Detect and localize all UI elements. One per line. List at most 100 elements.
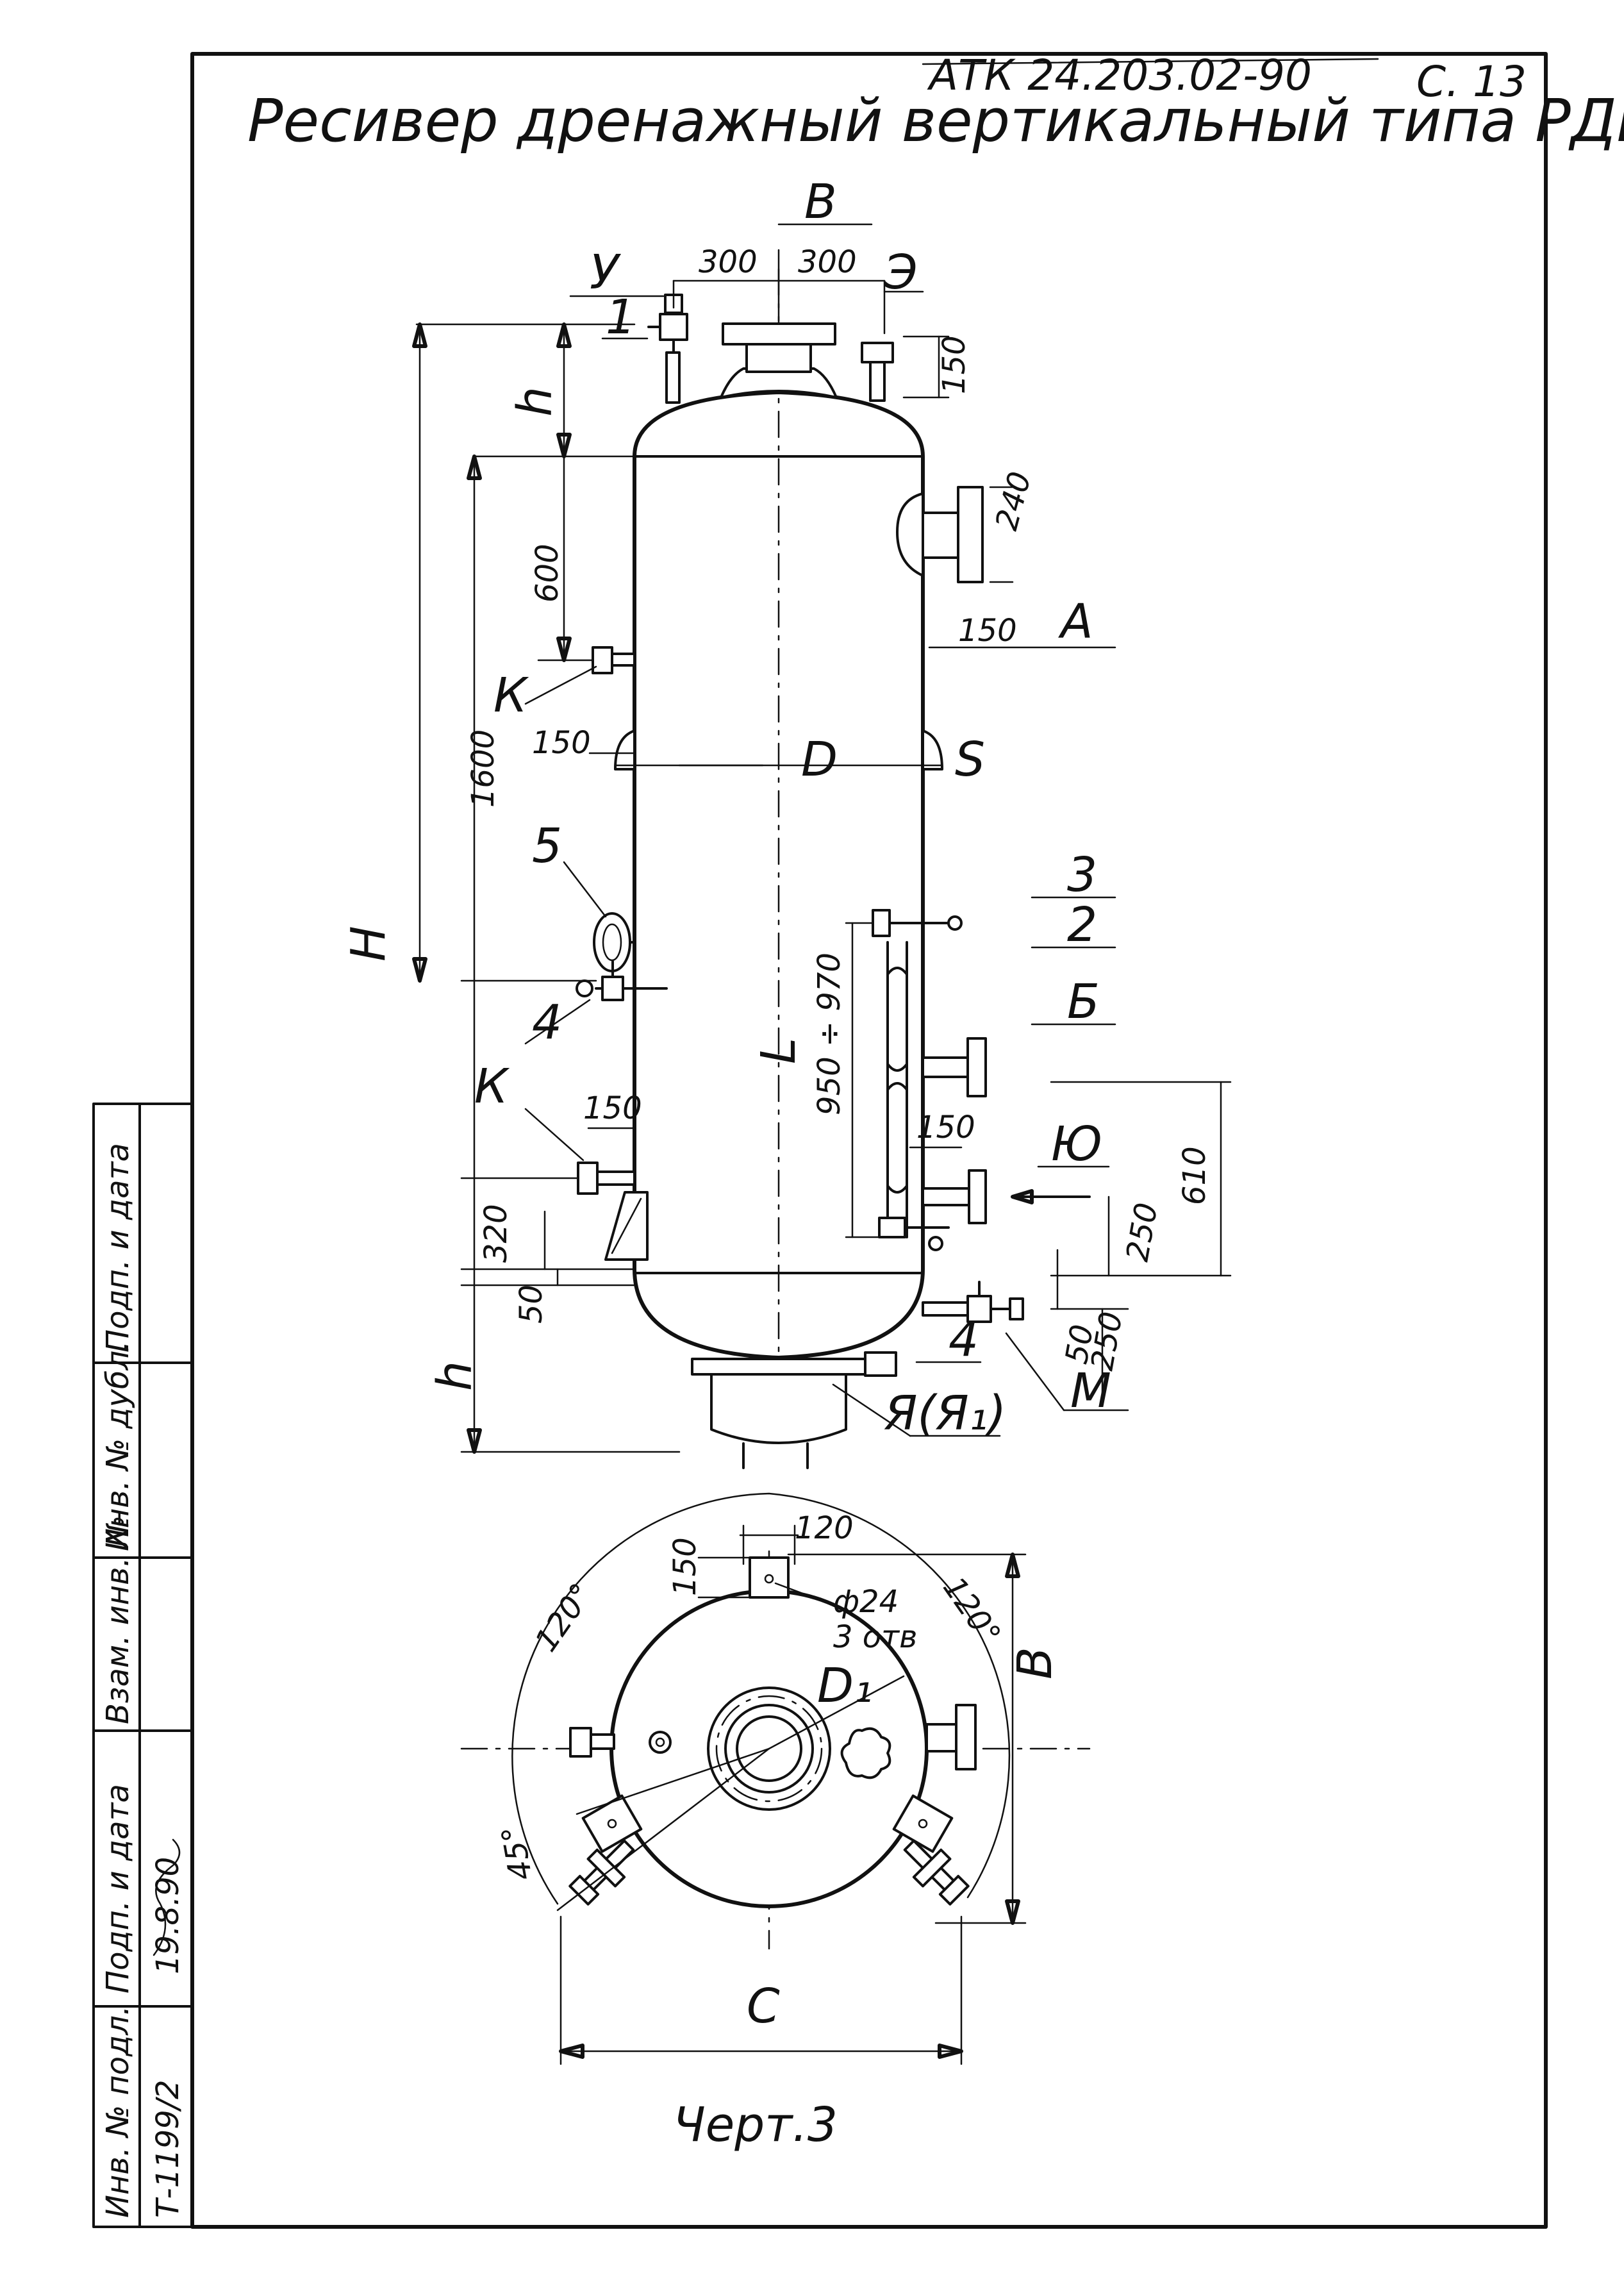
label-v-plan: В xyxy=(1007,1647,1063,1679)
dim-300-left: 300 xyxy=(699,244,758,280)
top-manhole-flange xyxy=(722,322,836,346)
label-u: У xyxy=(590,245,622,300)
valve-4-left xyxy=(576,960,668,1001)
valve-u-body xyxy=(659,313,688,341)
nozzle-k-upper-pipe xyxy=(611,653,636,667)
bottom-sump-nozzle xyxy=(864,1351,897,1377)
nozzle-a-saddle xyxy=(896,492,924,577)
plan-bolt-circle xyxy=(715,1695,823,1803)
nozzle-a-pipe xyxy=(922,512,959,559)
dim-600: 600 xyxy=(529,544,565,603)
vessel-shell xyxy=(633,390,925,1360)
plan-manhole-outer xyxy=(707,1686,831,1811)
nozzle-a-flange xyxy=(957,486,984,583)
dim-holes: 3 отв xyxy=(833,1619,917,1655)
figure-caption: Черт.3 xyxy=(673,2097,838,2152)
nozzle-k-lower-pipe xyxy=(596,1170,636,1186)
label-c-plan: С xyxy=(747,1979,780,2034)
top-manhole-neck xyxy=(745,342,812,373)
dim-150-level: 150 xyxy=(916,1110,975,1145)
label-h-top: h xyxy=(508,387,563,417)
plan-handwheel-right xyxy=(840,1727,891,1779)
label-e: Э xyxy=(884,245,918,300)
nozzle-yu-pipe xyxy=(922,1187,970,1206)
nozzle-e-pipe xyxy=(869,361,886,402)
nozzle-yu-flange xyxy=(968,1169,987,1224)
dim-250-a: 250 xyxy=(1120,1200,1165,1264)
stamp-sign-date: 19.8.90 xyxy=(150,1857,186,1974)
dim-240: 240 xyxy=(988,468,1038,534)
dim-50-right: 50 xyxy=(1059,1322,1101,1367)
nozzle-b-pipe xyxy=(922,1056,969,1078)
label-k-lower: К xyxy=(474,1059,510,1114)
dim-950-970: 950 ÷ 970 xyxy=(811,953,847,1115)
bottom-sump-flange xyxy=(691,1358,866,1376)
nozzle-e-flange xyxy=(861,342,894,363)
dim-angle-45: 45° xyxy=(495,1823,540,1883)
label-ya: Я(Я₁) xyxy=(884,1386,1006,1441)
side-stamp: Инв. № подл. Подп. и дата Взам. инв. № И… xyxy=(92,1103,194,2228)
dim-150-plan: 150 xyxy=(667,1537,703,1596)
dim-angle-left: 120° xyxy=(528,1577,600,1658)
dim-angle-right: 120° xyxy=(936,1570,1007,1652)
label-b-nozzle: Б xyxy=(1067,974,1100,1029)
label-d1-plan: D₁ xyxy=(817,1658,873,1713)
label-3: 3 xyxy=(1067,847,1097,903)
drain-valve-m xyxy=(922,1281,1024,1323)
label-l: L xyxy=(751,1038,806,1064)
bottom-sump-body xyxy=(710,1373,847,1444)
label-m: М xyxy=(1070,1363,1111,1419)
label-k-upper: К xyxy=(493,668,529,723)
signature-scribble xyxy=(153,1838,181,1956)
plan-valve-right xyxy=(903,1839,970,1906)
nozzle-k-lower-flange xyxy=(577,1161,599,1195)
dim-150-e: 150 xyxy=(936,335,972,394)
dim-150-k-upper: 150 xyxy=(532,725,591,761)
stamp-col-podp-1: Подп. и дата xyxy=(100,1784,136,1994)
dim-phi24: ф24 xyxy=(833,1584,899,1620)
label-5: 5 xyxy=(532,819,562,874)
label-1: 1 xyxy=(606,290,636,345)
dim-150-a: 150 xyxy=(958,613,1017,649)
label-h-total: Н xyxy=(341,926,396,962)
stamp-col-inv-podl: Инв. № подл. xyxy=(100,2006,136,2218)
dim-320: 320 xyxy=(478,1204,514,1263)
lug-left xyxy=(614,729,636,770)
dim-50-left: 50 xyxy=(513,1285,549,1324)
top-manhole-saddle xyxy=(720,367,838,399)
receiver-plan-view xyxy=(460,1492,1091,2065)
dim-120-plan: 120 xyxy=(795,1510,854,1546)
header-underline xyxy=(922,58,1379,65)
document-code: АТК 24.203.02-90 xyxy=(927,51,1312,100)
valve-u-pipe xyxy=(665,351,681,404)
label-4-left: 4 xyxy=(532,995,562,1050)
page-number: С. 13 xyxy=(1416,57,1527,106)
nozzle-b-flange xyxy=(966,1037,987,1097)
plan-angle-arc xyxy=(511,1492,1011,1905)
label-s: S xyxy=(955,732,985,787)
nozzle-k-upper-flange xyxy=(592,646,613,674)
stamp-col-podp-2: Подп. и дата xyxy=(100,1143,136,1353)
label-a: А xyxy=(1058,594,1093,649)
dim-300-right: 300 xyxy=(798,244,857,280)
receiver-elevation xyxy=(412,223,1232,1469)
lug-right xyxy=(922,729,943,770)
label-2: 2 xyxy=(1067,897,1097,953)
drawing-title: Ресивер дренажный вертикальный типа РДВ xyxy=(247,87,1624,155)
plan-manhole-inner xyxy=(736,1715,802,1782)
level-gauge xyxy=(872,909,963,1251)
stamp-col-vzam: Взам. инв. № xyxy=(100,1515,136,1724)
dim-150-k-lower: 150 xyxy=(583,1090,642,1126)
dimension-lines xyxy=(412,223,1232,1454)
plan-small-nozzle-left xyxy=(649,1731,672,1754)
stamp-col-dubl: Инв. № дубл. xyxy=(100,1341,136,1551)
label-h-bottom: h xyxy=(427,1361,483,1391)
plan-lug-left xyxy=(581,1794,643,1853)
plan-lug-top xyxy=(749,1556,790,1599)
label-d: D xyxy=(801,732,838,787)
label-4-bottom: 4 xyxy=(949,1312,979,1367)
dim-610: 610 xyxy=(1177,1146,1213,1205)
stamp-inv-number: Т-1199/2 xyxy=(150,2079,186,2218)
dim-1600: 1600 xyxy=(465,729,501,808)
